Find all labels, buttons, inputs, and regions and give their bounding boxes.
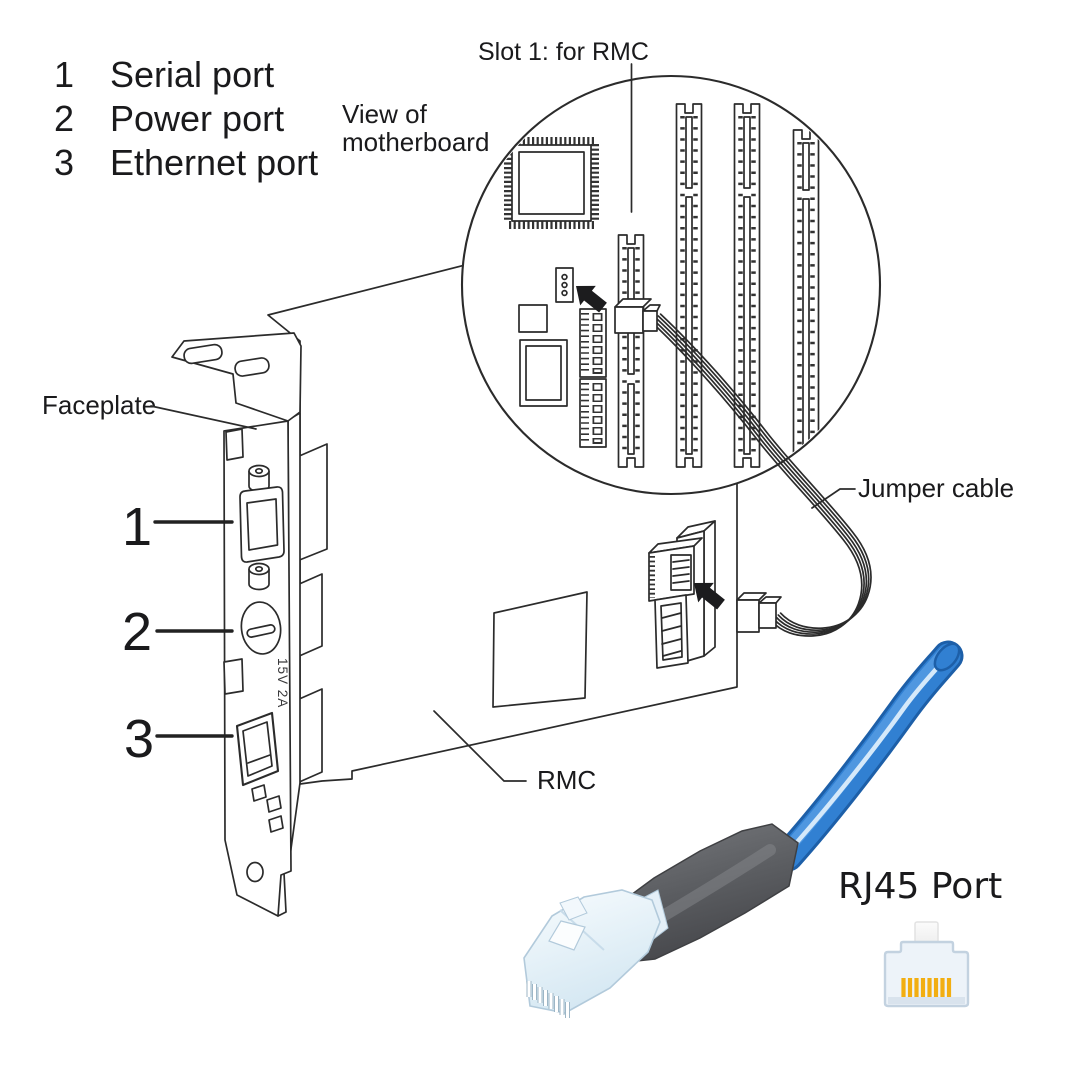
- cable-end-cap: [933, 642, 961, 672]
- large-ic-square: [519, 339, 568, 407]
- legend-num-3: 3: [54, 142, 74, 183]
- ethernet-cable: [772, 640, 964, 872]
- expansion-slot-3: [733, 103, 761, 468]
- rj45-icon-pins: [901, 978, 952, 997]
- motherboard-components: [504, 103, 820, 468]
- faceplate-bracket: [171, 332, 302, 422]
- rmc-leader: [433, 710, 527, 782]
- rj45-icon-body: [883, 940, 970, 1008]
- rj45-icon-shadow-band: [888, 997, 965, 1004]
- bracket-screw-slot-1: [183, 343, 223, 365]
- callout-2-power: 2: [122, 602, 152, 662]
- legend-label-serial: Serial port: [110, 54, 274, 95]
- legend-label-ethernet: Ethernet port: [110, 142, 318, 183]
- jumper-connector-end: [736, 592, 782, 633]
- rmc-socket: [654, 594, 689, 669]
- callout-1-serial: 1: [122, 497, 152, 557]
- screw-post-bottom: [248, 562, 270, 591]
- jumper-connector-slot1: [614, 298, 661, 334]
- rmc-header-assembly: [648, 520, 716, 669]
- rj45-port-icon: [883, 921, 970, 1008]
- vent-hole-top: [225, 428, 244, 461]
- expansion-slot-1: [617, 234, 645, 468]
- expansion-slot-4: [792, 129, 820, 464]
- faceplate-leader-line: [150, 405, 257, 430]
- faceplate-label: Faceplate: [42, 390, 156, 420]
- legend-num-1: 1: [54, 54, 74, 95]
- small-ic-square: [518, 304, 548, 333]
- plug-contact-teeth: [526, 981, 570, 1018]
- rmc-chip-square: [492, 591, 588, 708]
- callout-3-ethernet: 3: [124, 709, 154, 769]
- jumper-cable-label: Jumper cable: [858, 473, 1014, 503]
- slot1-label: Slot 1: for RMC: [478, 38, 649, 66]
- legend-num-2: 2: [54, 98, 74, 139]
- jumper-cable-leader: [811, 488, 856, 509]
- jumper-header-3pin: [555, 267, 574, 303]
- ethernet-port-jack: [235, 711, 280, 787]
- led-windows: [251, 784, 284, 833]
- view-of-motherboard-label: View of motherboard: [342, 99, 489, 157]
- plug-latch-clip: [548, 920, 586, 951]
- svg-text:View of: View of: [342, 99, 428, 129]
- vent-hole-bottom: [223, 658, 244, 695]
- serial-housing: [296, 443, 328, 562]
- legend-label-power: Power port: [110, 98, 284, 139]
- serial-port-db9: [239, 486, 285, 563]
- power-port: [240, 601, 282, 655]
- mounting-hole: [246, 861, 264, 883]
- rj45-port-label: RJ45 Port: [838, 866, 1002, 907]
- faceplate-tab-edge: [277, 872, 287, 917]
- dip-switch-blocks: [579, 308, 607, 448]
- bracket-screw-slot-2: [234, 357, 270, 377]
- svg-text:motherboard: motherboard: [342, 127, 489, 157]
- cpu-chip-icon: [504, 137, 599, 229]
- power-rating-label: 15V 2A: [275, 658, 290, 708]
- rmc-label: RMC: [537, 765, 596, 795]
- rj45-plug: [523, 889, 669, 1018]
- faceplate: 15V 2A: [171, 332, 328, 917]
- expansion-slot-2: [675, 103, 703, 468]
- legend: 1 Serial port 2 Power port 3 Ethernet po…: [54, 54, 318, 183]
- rj45-plug-illustration: [523, 640, 964, 1018]
